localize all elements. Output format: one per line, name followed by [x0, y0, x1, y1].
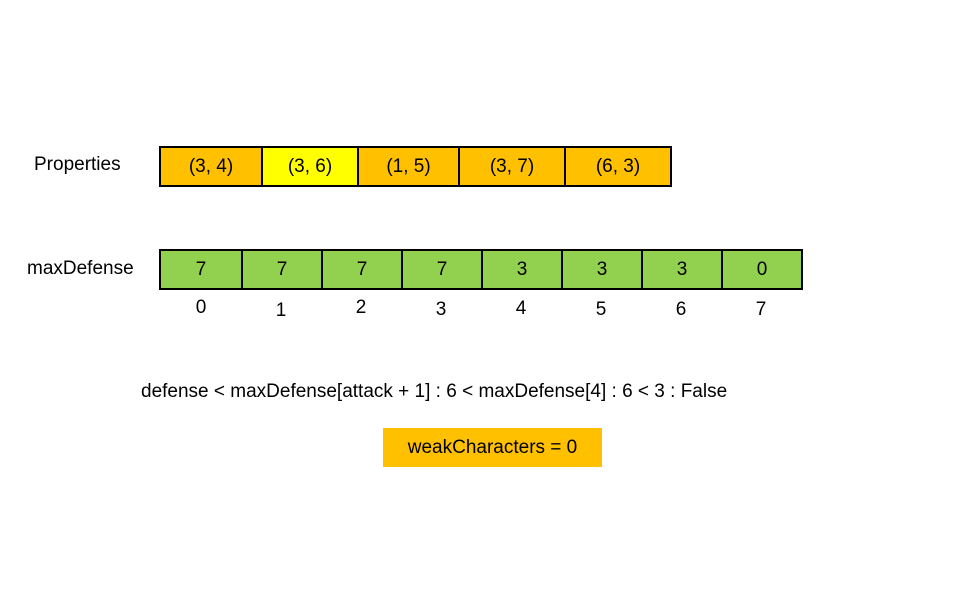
maxdefense-cell-1: 7: [241, 251, 321, 288]
properties-cell-2: (1, 5): [357, 148, 458, 185]
maxdefense-array: 7 7 7 7 3 3 3 0: [159, 249, 803, 290]
condition-expression: defense < maxDefense[attack + 1] : 6 < m…: [141, 381, 728, 402]
index-label: 7: [755, 299, 767, 320]
properties-cell-1: (3, 6): [261, 148, 357, 185]
properties-cell-0: (3, 4): [161, 148, 261, 185]
maxdefense-cell-6: 3: [641, 251, 721, 288]
maxdefense-cell-2: 7: [321, 251, 401, 288]
maxdefense-cell-7: 0: [721, 251, 801, 288]
maxdefense-cell-0: 7: [161, 251, 241, 288]
index-label: 1: [275, 300, 287, 321]
index-label: 3: [435, 299, 447, 320]
maxdefense-cell-4: 3: [481, 251, 561, 288]
properties-cell-4: (6, 3): [564, 148, 670, 185]
weak-characters-result: weakCharacters = 0: [383, 428, 602, 467]
maxdefense-cell-3: 7: [401, 251, 481, 288]
properties-label: Properties: [34, 154, 121, 175]
maxdefense-cell-5: 3: [561, 251, 641, 288]
index-label: 5: [595, 299, 607, 320]
maxdefense-label: maxDefense: [27, 258, 134, 279]
index-label: 2: [355, 297, 367, 318]
properties-array: (3, 4) (3, 6) (1, 5) (3, 7) (6, 3): [159, 146, 672, 187]
index-label: 4: [515, 298, 527, 319]
index-label: 0: [195, 297, 207, 318]
index-label: 6: [675, 299, 687, 320]
maxdefense-index-row: 0 1 2 3 4 5 6 7: [161, 296, 801, 323]
properties-cell-3: (3, 7): [458, 148, 564, 185]
